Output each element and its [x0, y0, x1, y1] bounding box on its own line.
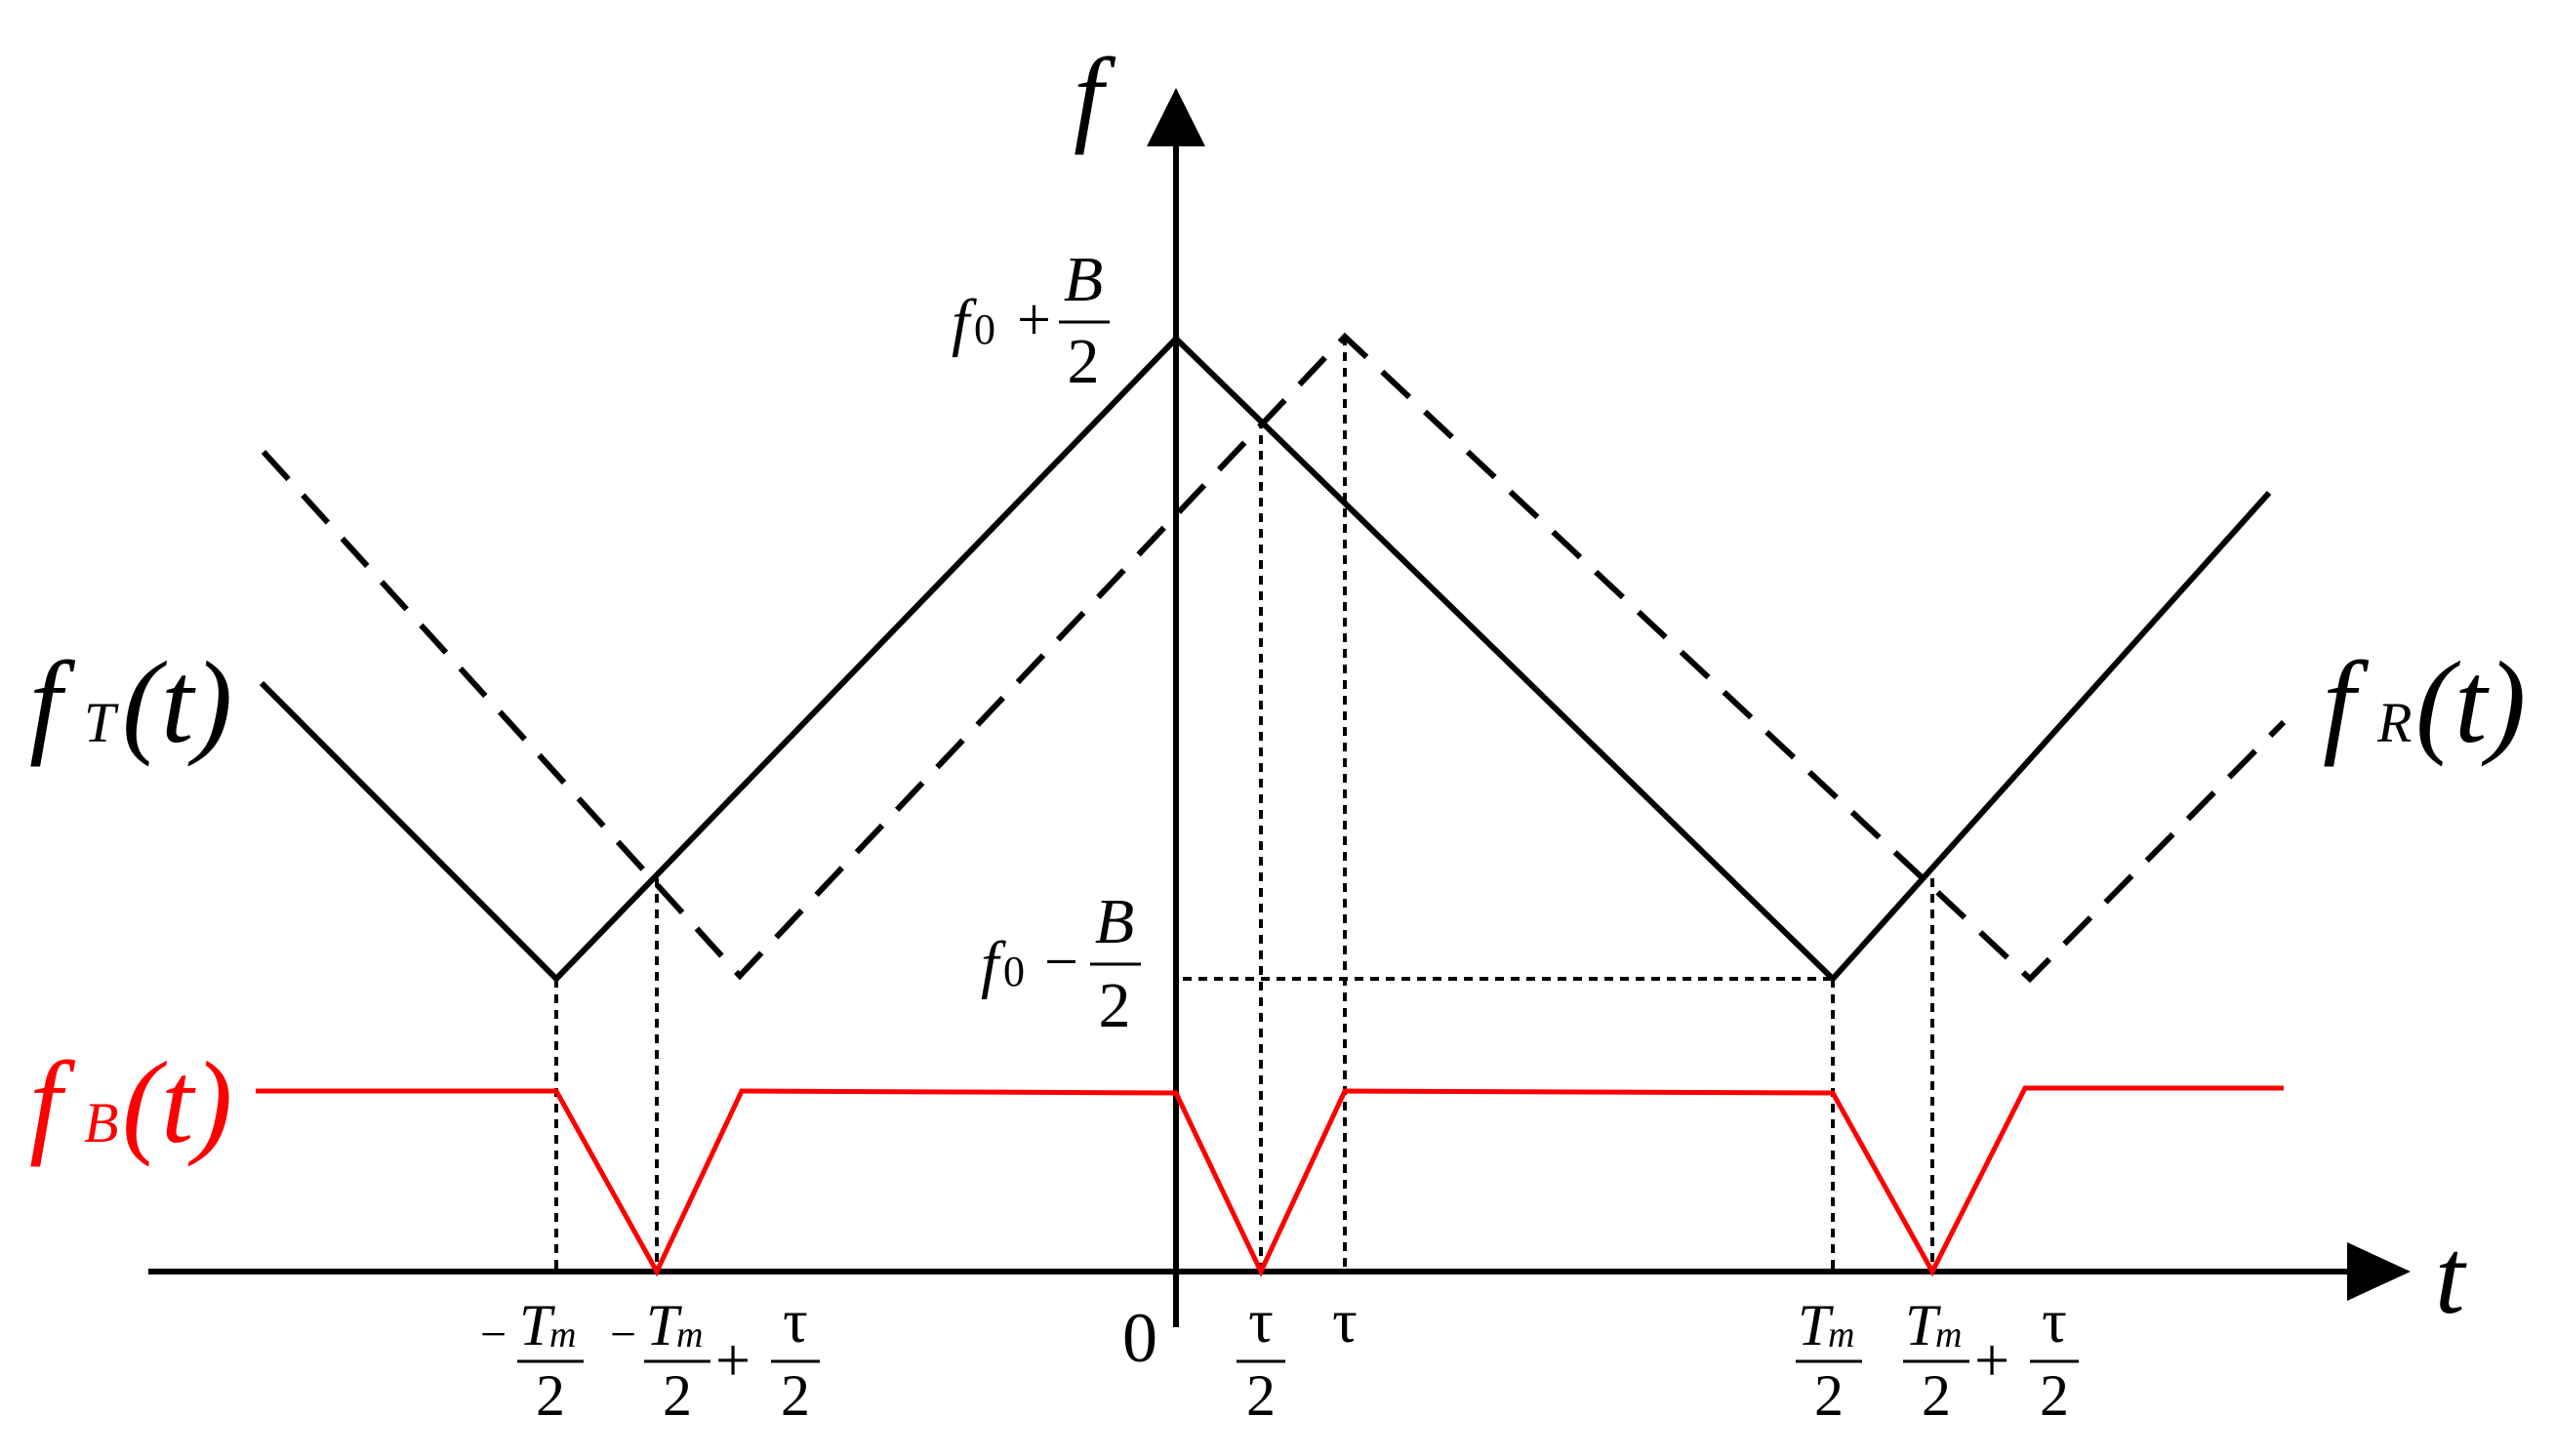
label-receive-main: f — [2323, 637, 2370, 767]
label-transmit-sub: T — [84, 691, 119, 754]
x-tick-half-period-plus-num: T — [1905, 1293, 1941, 1357]
y-tick-bottom-op: − — [1044, 929, 1078, 995]
x-tick-neg-half-period-plus: − T m 2 + τ 2 — [610, 1286, 820, 1428]
y-tick-bottom-sub: 0 — [1003, 948, 1025, 995]
x-tick-half-period-plus-den: 2 — [1922, 1363, 1951, 1428]
y-tick-top-den: 2 — [1068, 326, 1100, 397]
x-tick-origin: 0 — [1122, 1299, 1157, 1377]
x-tick-half-period-plus-num2: τ — [2042, 1286, 2067, 1355]
label-transmit-main: f — [29, 637, 76, 767]
y-tick-top-num: B — [1064, 244, 1103, 315]
y-tick-top-op: + — [1017, 287, 1051, 353]
label-beat-arg: (t) — [122, 1037, 232, 1167]
x-tick-neg-half-period-plus-den: 2 — [663, 1363, 692, 1428]
label-receive-arg: (t) — [2415, 637, 2526, 767]
x-tick-tau-half-num: τ — [1248, 1286, 1274, 1355]
y-axis-arrowhead — [1147, 88, 1205, 146]
x-tick-neg-half-period-plus-op: + — [715, 1325, 750, 1395]
y-tick-top: f 0 + B 2 — [952, 244, 1110, 397]
x-tick-tau: τ — [1332, 1286, 1358, 1355]
label-beat-sub: B — [84, 1091, 118, 1154]
x-tick-half-period-plus-sub: m — [1935, 1314, 1962, 1355]
y-tick-bottom-den: 2 — [1099, 970, 1131, 1041]
x-tick-neg-half-period-plus-sub: m — [676, 1314, 703, 1355]
x-tick-neg-half-period: − T m 2 — [480, 1293, 584, 1428]
receive-curve — [261, 332, 2287, 984]
y-tick-bottom: f 0 − B 2 — [981, 886, 1141, 1041]
label-beat-main: f — [29, 1037, 76, 1167]
x-tick-neg-half-period-plus-num: T — [646, 1293, 682, 1357]
x-tick-neg-half-period-num: T — [519, 1293, 555, 1357]
x-tick-half-period-num: T — [1798, 1293, 1834, 1357]
label-receive: f R (t) — [2323, 637, 2526, 767]
x-tick-half-period-den: 2 — [1814, 1363, 1844, 1428]
label-beat: f B (t) — [29, 1037, 232, 1167]
axes: f t — [148, 36, 2467, 1336]
x-tick-neg-half-period-den: 2 — [536, 1363, 565, 1428]
guide-lines — [554, 337, 1934, 1272]
x-tick-neg-half-period-plus-den2: 2 — [781, 1363, 810, 1428]
x-tick-half-period-sub: m — [1828, 1314, 1854, 1355]
x-axis-label: t — [2435, 1217, 2467, 1336]
x-tick-neg-half-period-plus-minus: − — [610, 1309, 636, 1360]
x-tick-half-period: T m 2 — [1796, 1293, 1862, 1428]
x-tick-neg-half-period-sub: m — [549, 1314, 576, 1355]
x-tick-half-period-plus-den2: 2 — [2040, 1363, 2069, 1428]
y-axis-label: f — [1074, 36, 1116, 155]
beat-curve — [256, 1085, 2284, 1277]
x-tick-neg-half-period-minus: − — [480, 1309, 507, 1360]
x-tick-neg-half-period-plus-num2: τ — [783, 1286, 808, 1355]
x-tick-half-period-plus: T m 2 + τ 2 — [1903, 1286, 2079, 1428]
y-tick-bottom-num: B — [1095, 886, 1134, 957]
x-tick-tau-half-den: 2 — [1246, 1363, 1276, 1428]
label-receive-sub: R — [2376, 691, 2412, 754]
x-tick-tau-half: τ 2 — [1237, 1286, 1285, 1428]
y-tick-top-sub: 0 — [974, 305, 995, 353]
x-tick-half-period-plus-op: + — [1974, 1325, 2009, 1395]
label-transmit: f T (t) — [29, 637, 232, 767]
label-transmit-arg: (t) — [122, 637, 232, 767]
x-axis-arrowhead — [2347, 1242, 2411, 1301]
transmit-curve — [259, 334, 2272, 984]
